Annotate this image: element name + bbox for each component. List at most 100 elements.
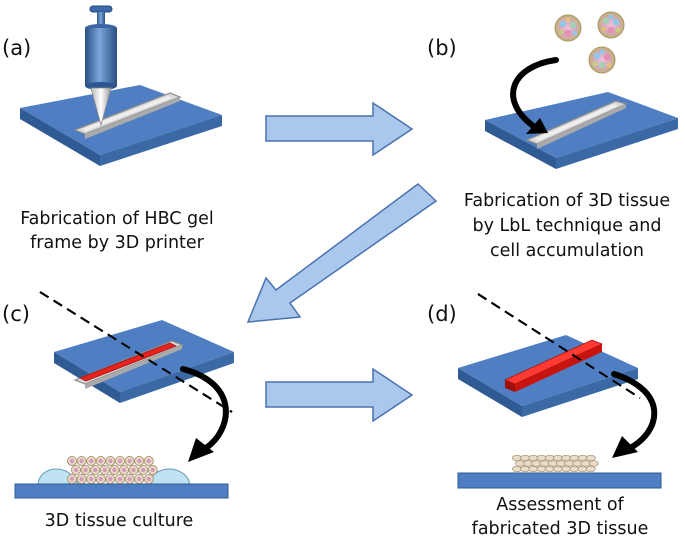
cell [585, 454, 596, 462]
cell-cluster-icon [588, 46, 616, 74]
cell [523, 460, 534, 467]
curved-arrow-icon [180, 366, 229, 451]
cell [561, 454, 572, 462]
cell [580, 460, 591, 467]
cell [536, 454, 547, 462]
caption-a-line-2: frame by 3D printer [30, 233, 205, 253]
caption-d-line-1: Assessment of [496, 495, 624, 515]
cell [115, 455, 126, 466]
plate-a [20, 85, 222, 166]
panel-letter-c: (c) [2, 302, 30, 326]
cross-section-c [14, 455, 229, 499]
flow-arrow-a-to-b [265, 101, 414, 157]
curved-arrow-head [526, 118, 548, 134]
caption-b-line-2: by LbL technique and [473, 216, 662, 236]
curved-arrow-head [612, 436, 638, 458]
panel-b: (b) Fabrication of 3D tissue by LbL tech… [427, 11, 678, 261]
flow-arrow-c-to-d [265, 367, 414, 423]
cell [585, 465, 596, 473]
caption-b-line-1: Fabrication of 3D tissue [464, 191, 670, 211]
cell [67, 473, 78, 484]
cell [105, 455, 116, 466]
cell [138, 464, 149, 475]
cross-section-d [457, 454, 662, 489]
cell [80, 464, 91, 475]
plate-side-right [522, 368, 638, 417]
cell [556, 460, 566, 467]
cell [528, 454, 539, 462]
cell [105, 473, 116, 484]
cell-stack [512, 454, 599, 473]
panel-a: (a) Fabrication of HBC gel frame by 3D p… [2, 5, 222, 253]
cell [95, 455, 106, 466]
cell [76, 455, 87, 466]
caption-a-line-1: Fabrication of HBC gel [20, 209, 214, 229]
panel-letter-a: (a) [2, 36, 31, 60]
cell [515, 460, 525, 467]
curved-arrow-head [188, 438, 214, 462]
cell [512, 465, 522, 473]
cell [577, 465, 588, 473]
cell [512, 454, 522, 462]
plate-side-left [458, 368, 522, 417]
curved-arrow-icon [611, 371, 658, 451]
cell-cluster-icon [597, 11, 625, 39]
cell [86, 455, 97, 466]
cell [572, 460, 583, 467]
cell [124, 455, 135, 466]
cell [124, 473, 135, 484]
cell [544, 465, 555, 473]
cell [553, 454, 563, 462]
panel-letter-b: (b) [427, 36, 457, 60]
plate-side-right [556, 118, 678, 169]
cell [547, 460, 558, 467]
substrate-bar [457, 472, 662, 489]
gel-frame-b [525, 100, 628, 149]
plate-side-left [20, 108, 100, 166]
cell [128, 464, 139, 475]
cell [115, 473, 126, 484]
panel-c: (c) 3D tissue culture [2, 291, 234, 531]
cell-cluster-icon [554, 14, 582, 42]
cell [531, 460, 542, 467]
cell [67, 455, 78, 466]
cut-line [477, 293, 641, 399]
plate-side-right [100, 115, 222, 166]
cell [95, 473, 106, 484]
cell [76, 473, 87, 484]
tissue-block-d [503, 339, 604, 392]
cell [588, 460, 599, 467]
cell [119, 464, 130, 475]
cell [134, 473, 145, 484]
cell [109, 464, 120, 475]
cell-clusters [554, 11, 625, 74]
cell [528, 465, 539, 473]
panel-d: (d) Assessment of fabricated 3D tissue [427, 293, 662, 539]
cell [147, 464, 158, 475]
panel-letter-d: (d) [427, 302, 457, 326]
cell [520, 465, 531, 473]
cell [71, 464, 82, 475]
cell [86, 473, 97, 484]
cell [134, 455, 145, 466]
cell [90, 464, 101, 475]
cell [143, 473, 154, 484]
cell [564, 460, 575, 467]
cell [561, 465, 572, 473]
cell [520, 454, 531, 462]
cell [99, 464, 110, 475]
cell [577, 454, 588, 462]
cell [553, 465, 563, 473]
cell [569, 465, 580, 473]
cell-stack [67, 455, 158, 484]
cell [569, 454, 580, 462]
caption-d-line-2: fabricated 3D tissue [472, 519, 649, 539]
cell [536, 465, 547, 473]
flow-arrow-b-to-c [246, 183, 438, 323]
substrate-bar [14, 483, 229, 499]
printer-nozzle-icon [85, 5, 117, 127]
curved-arrow-icon [510, 57, 559, 131]
cell [143, 455, 154, 466]
cell [544, 454, 555, 462]
